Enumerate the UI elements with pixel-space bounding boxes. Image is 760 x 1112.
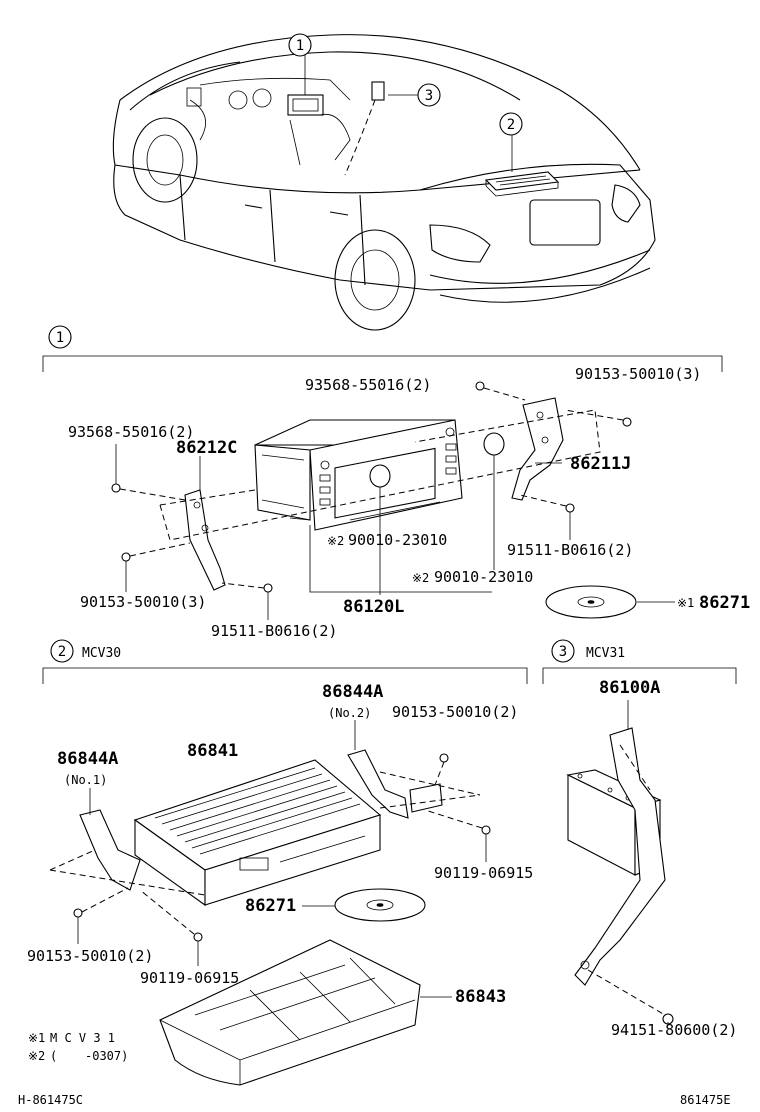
screw-bottom-left [121, 542, 191, 592]
section-1-badge-circle [48, 325, 72, 349]
amplifier-unit [133, 759, 382, 907]
section-2-model: MCV30 [82, 646, 121, 661]
label-90153-50010-top: 90153-50010(3) [575, 365, 701, 383]
label-91511-B0616-right: 91511-B0616(2) [507, 541, 633, 559]
nav-head-unit [254, 419, 463, 531]
note-1-text: M C V 3 1 [50, 1031, 115, 1045]
callout-3-number: 3 [425, 88, 433, 104]
bracket-no1 [79, 809, 141, 891]
callout-2-number: 2 [507, 117, 515, 133]
label-90010-23010-a: 90010-23010 [348, 531, 447, 549]
label-90119-06915-l: 90119-06915 [140, 969, 239, 987]
label-91511-B0616-bottom: 91511-B0616(2) [211, 622, 337, 640]
note-2-text: -0307) [85, 1049, 128, 1063]
label-90010-a-mark: ※2 [327, 534, 344, 548]
label-86271-s2: 86271 [245, 896, 296, 916]
section-2: 2 MCV30 [27, 639, 533, 1086]
label-86120L: 86120L [343, 597, 404, 617]
section-2-badge: 2 [58, 644, 66, 660]
screw-s2-left [73, 908, 83, 918]
section-3-badge: 3 [559, 644, 567, 660]
screw-s2-bottom [193, 932, 203, 942]
label-90153-50010-r: 90153-50010(2) [392, 703, 518, 721]
label-90153-50010-l: 90153-50010(2) [27, 947, 153, 965]
label-86100A: 86100A [599, 678, 660, 698]
label-90153-50010-left: 90153-50010(3) [80, 593, 206, 611]
car-callout-1: 1 [288, 33, 312, 57]
screw-s2-top [439, 753, 449, 763]
bracket-no2 [347, 749, 409, 819]
grommet-a [369, 464, 391, 488]
label-93568-55016-left: 93568-55016(2) [68, 423, 194, 441]
note-1-mark: ※1 [28, 1031, 45, 1045]
grommet-b [483, 432, 505, 456]
screw-s2-right [481, 825, 491, 835]
tray-86843 [159, 939, 421, 1086]
car-callout-3: 3 [417, 83, 441, 107]
label-86844A-no2: 86844A [322, 682, 383, 702]
left-bracket [184, 489, 226, 591]
section-1: 1 [42, 325, 750, 640]
label-93568-55016-top: 93568-55016(2) [305, 376, 431, 394]
label-86841: 86841 [187, 741, 238, 761]
car-callout-2: 2 [499, 112, 523, 136]
label-94151-80600: 94151-80600(2) [611, 1021, 737, 1039]
label-86211J: 86211J [570, 454, 631, 474]
screw-bottom [221, 582, 273, 620]
notes: ※1 M C V 3 1 ※2 ( -0307) [28, 1031, 128, 1063]
section-1-bracket [42, 355, 723, 372]
footer-left-code: H-861475C [18, 1093, 83, 1107]
label-no1: (No.1) [64, 773, 107, 787]
section-3-bracket [542, 667, 737, 684]
label-90010-23010-b: 90010-23010 [434, 568, 533, 586]
label-86843: 86843 [455, 987, 506, 1007]
screw-top [475, 381, 526, 401]
screw-top-right [564, 409, 632, 427]
section-3-model: MCV31 [586, 646, 625, 661]
label-86844A-no1: 86844A [57, 749, 118, 769]
label-90010-b-mark: ※2 [412, 571, 429, 585]
screw-left [111, 444, 186, 501]
callout-1-number: 1 [296, 38, 304, 54]
section-1-badge: 1 [56, 330, 64, 346]
section-3: 3 MCV31 86100A 94151-80600(2) [542, 639, 737, 1039]
section-2-bracket [42, 667, 528, 684]
label-86271-s1: 86271 [699, 593, 750, 613]
label-90119-06915-r: 90119-06915 [434, 864, 533, 882]
footer-right-code: 861475E [680, 1093, 731, 1107]
screw-right [519, 494, 575, 540]
note-2-open: ( [50, 1049, 57, 1063]
car-illustration [112, 34, 656, 331]
label-86271-mark: ※1 [677, 596, 694, 610]
label-no2: (No.2) [328, 706, 371, 720]
note-2-mark: ※2 [28, 1049, 45, 1063]
label-86212C: 86212C [176, 438, 237, 458]
right-bracket [511, 397, 564, 501]
